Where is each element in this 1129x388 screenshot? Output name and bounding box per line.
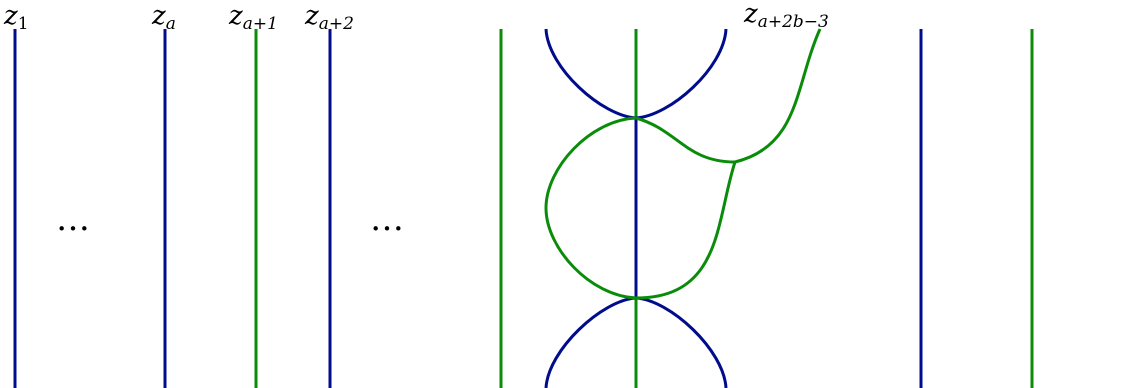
label-za2: za+2 <box>304 1 354 34</box>
green-upper-arc <box>635 116 736 164</box>
green-strand-za2b3 <box>734 28 822 164</box>
green-lower-arc <box>635 161 737 300</box>
label-za1: za+1 <box>228 1 278 34</box>
green-left-loop <box>544 116 637 300</box>
label-za2b3: za+2b−3 <box>743 0 829 32</box>
ellipsis-left: … <box>56 199 96 239</box>
label-z1: z1 <box>3 1 29 34</box>
ellipsis-middle: … <box>370 199 410 239</box>
label-za: za <box>151 1 176 34</box>
